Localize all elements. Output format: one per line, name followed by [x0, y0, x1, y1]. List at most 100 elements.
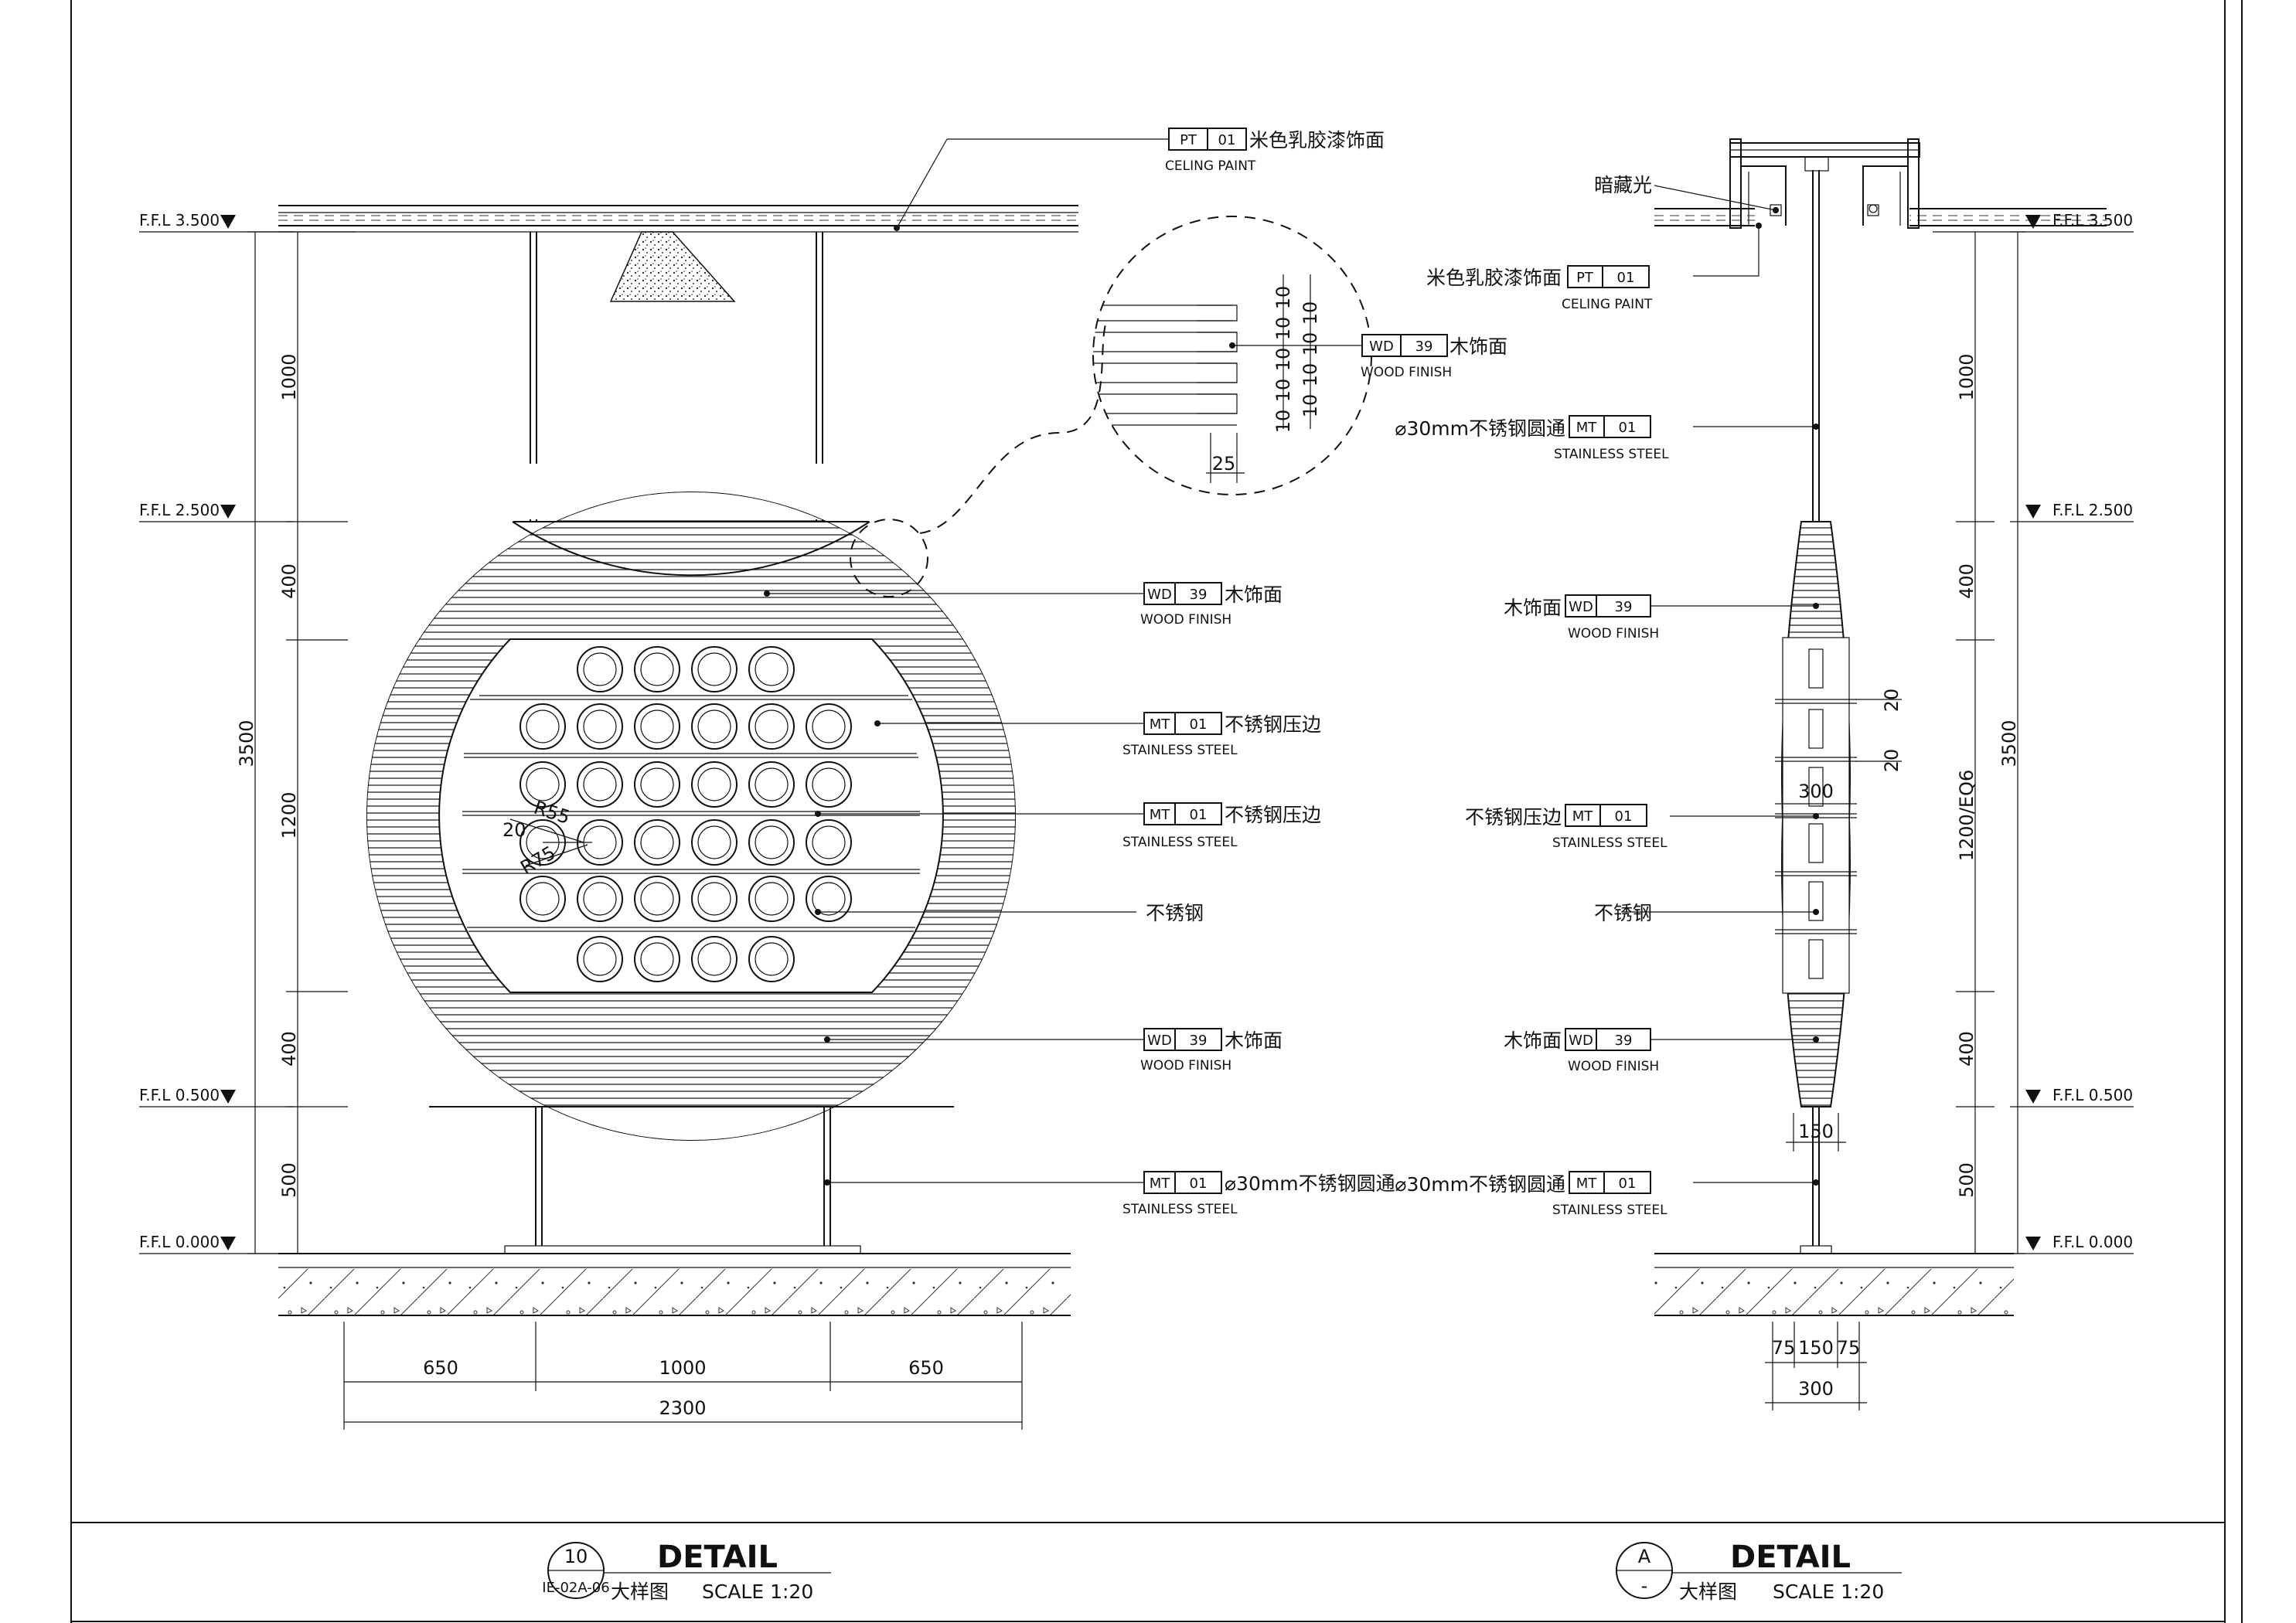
dim-1000-right: 1000	[1956, 353, 1977, 400]
callout-steel-edge-2: MT 01 不锈钢压边 STAINLESS STEEL	[1122, 802, 1321, 850]
svg-text:01: 01	[1615, 808, 1633, 825]
dim-3500-right: 3500	[1998, 720, 2020, 767]
svg-text:MT: MT	[1576, 420, 1598, 436]
svg-text:WD: WD	[1369, 339, 1394, 355]
dim-3500: 3500	[236, 720, 257, 767]
svg-text:PT: PT	[1180, 132, 1197, 148]
svg-text:39: 39	[1190, 587, 1208, 603]
svg-text:39: 39	[1615, 1033, 1633, 1049]
title-cn-left: 大样图	[611, 1580, 669, 1603]
enlarged-detail-bubble: 25 10 10 10 10 10 10 10 10 10	[850, 216, 1372, 597]
level-3500-left: F.F.L 3.500	[139, 211, 220, 230]
svg-text:不锈钢压边: 不锈钢压边	[1225, 713, 1321, 736]
title-scale-left: SCALE 1:20	[702, 1580, 813, 1603]
lantern-profile	[1775, 521, 1857, 1108]
svg-text:STAINLESS STEEL: STAINLESS STEEL	[1122, 835, 1238, 850]
detail-dim-25: 25	[1212, 453, 1236, 475]
svg-text:STAINLESS STEEL: STAINLESS STEEL	[1554, 447, 1669, 462]
ceiling-slab	[278, 205, 1078, 302]
level-markers-left: F.F.L 3.500 F.F.L 2.500 F.F.L 0.500 F.F.…	[139, 211, 294, 1254]
callout-tube-top-right: ⌀30mm不锈钢圆通 MT 01 STAINLESS STEEL	[1395, 415, 1669, 462]
svg-text:39: 39	[1415, 339, 1433, 355]
svg-text:⌀30mm不锈钢圆通: ⌀30mm不锈钢圆通	[1395, 1173, 1565, 1196]
svg-text:木饰面: 木饰面	[1225, 584, 1283, 606]
detail-dim-10e: 10	[1272, 410, 1294, 434]
level-markers-right: F.F.L 3.500 F.F.L 2.500 F.F.L 0.500 F.F.…	[2010, 211, 2134, 1254]
detail-dim-10g: 10	[1300, 332, 1321, 356]
svg-text:01: 01	[1619, 420, 1637, 436]
svg-text:01: 01	[1190, 716, 1208, 733]
callout-wood-bottom-right: 木饰面 WD 39 WOOD FINISH	[1504, 1028, 1659, 1074]
level-2500-right: F.F.L 2.500	[2052, 501, 2133, 519]
svg-text:39: 39	[1190, 1033, 1208, 1049]
detail-dim-10b: 10	[1272, 317, 1294, 341]
title-block-right: A - DETAIL 大样图 SCALE 1:20	[1616, 1540, 1902, 1603]
vertical-dimensions-left: 1000 400 1200 400 500 3500	[236, 231, 356, 1254]
callout-steel-edge-right: 不锈钢压边 MT 01 STAINLESS STEEL	[1465, 804, 1667, 851]
dim-300-base: 300	[1798, 1378, 1834, 1400]
svg-text:MT: MT	[1150, 716, 1171, 733]
svg-text:MT: MT	[1572, 808, 1594, 825]
svg-text:WD: WD	[1569, 1033, 1593, 1049]
callout-tube-left: MT 01 ⌀30mm不锈钢圆通 STAINLESS STEEL	[1122, 1171, 1395, 1217]
horizontal-dimensions-right: 75 150 75 300	[1765, 1322, 1867, 1410]
svg-text:不锈钢压边: 不锈钢压边	[1465, 806, 1562, 829]
svg-text:木饰面: 木饰面	[1449, 335, 1507, 358]
left-elevation: R55 20 R75 1000 400 120	[139, 128, 1507, 1603]
title-label-right: DETAIL	[1730, 1540, 1851, 1575]
svg-text:STAINLESS STEEL: STAINLESS STEEL	[1122, 743, 1238, 758]
level-0000-right: F.F.L 0.000	[2052, 1233, 2133, 1251]
vertical-dimensions-right: 1000 400 1200/EQ6 400 500 3500	[1933, 231, 2025, 1254]
svg-text:WOOD FINISH: WOOD FINISH	[1361, 365, 1452, 380]
svg-text:01: 01	[1619, 1176, 1637, 1192]
svg-text:米色乳胶漆饰面: 米色乳胶漆饰面	[1426, 267, 1562, 289]
svg-text:PT: PT	[1576, 270, 1594, 286]
callout-tube-bottom-right: ⌀30mm不锈钢圆通 MT 01 STAINLESS STEEL	[1395, 1171, 1667, 1218]
dim-500: 500	[278, 1162, 300, 1198]
horizontal-dimensions-left: 650 1000 650 2300	[343, 1322, 1023, 1430]
title-number-left: 10	[564, 1546, 588, 1567]
level-0500-left: F.F.L 0.500	[139, 1086, 220, 1104]
title-scale-right: SCALE 1:20	[1773, 1580, 1884, 1603]
callout-steel-right: 不锈钢	[1594, 902, 1652, 924]
dim-650-left: 650	[423, 1357, 458, 1379]
detail-dim-10c: 10	[1272, 348, 1294, 372]
svg-text:WOOD FINISH: WOOD FINISH	[1568, 1059, 1659, 1074]
radius-gap-label: 20	[502, 819, 526, 841]
detail-dim-10d: 10	[1272, 379, 1294, 403]
svg-text:暗藏光: 暗藏光	[1594, 174, 1652, 196]
svg-text:CELING PAINT: CELING PAINT	[1165, 158, 1256, 174]
svg-text:WOOD FINISH: WOOD FINISH	[1568, 626, 1659, 641]
svg-text:⌀30mm不锈钢圆通: ⌀30mm不锈钢圆通	[1395, 417, 1565, 440]
title-ref-right: -	[1641, 1575, 1648, 1597]
svg-text:CELING PAINT: CELING PAINT	[1562, 297, 1653, 312]
svg-text:WD: WD	[1569, 599, 1593, 615]
svg-text:01: 01	[1617, 270, 1635, 286]
title-label-left: DETAIL	[657, 1540, 778, 1575]
ring-grid	[519, 646, 852, 982]
title-cn-right: 大样图	[1679, 1580, 1737, 1603]
svg-text:STAINLESS STEEL: STAINLESS STEEL	[1552, 835, 1667, 851]
dim-75-b: 75	[1837, 1337, 1861, 1359]
svg-text:WOOD FINISH: WOOD FINISH	[1140, 612, 1231, 628]
dim-400-top-right: 400	[1956, 563, 1977, 599]
dim-150-base: 150	[1798, 1337, 1834, 1359]
dim-400-bottom: 400	[278, 1031, 300, 1067]
callout-wood-detail: WD 39 木饰面 WOOD FINISH	[1361, 334, 1507, 380]
dim-500-right: 500	[1956, 1162, 1977, 1198]
dim-1200-eq6: 1200/EQ6	[1956, 770, 1977, 862]
svg-text:WD: WD	[1147, 587, 1172, 603]
right-section: 20 20 300 150 1000 400 1200/EQ6 400 500 …	[1395, 138, 2134, 1603]
detail-dim-10a: 10	[1272, 286, 1294, 310]
dim-75-a: 75	[1772, 1337, 1796, 1359]
detail-dim-10h: 10	[1300, 363, 1321, 387]
svg-text:01: 01	[1190, 1176, 1208, 1192]
svg-text:不锈钢压边: 不锈钢压边	[1225, 804, 1321, 826]
dim-650-right: 650	[908, 1357, 944, 1379]
callout-wood-bottom-left: WD 39 木饰面 WOOD FINISH	[1140, 1028, 1283, 1073]
level-3500-right: F.F.L 3.500	[2052, 211, 2133, 230]
sheet-border	[70, 0, 2243, 1623]
svg-text:01: 01	[1190, 807, 1208, 823]
dim-1000: 1000	[278, 353, 300, 400]
